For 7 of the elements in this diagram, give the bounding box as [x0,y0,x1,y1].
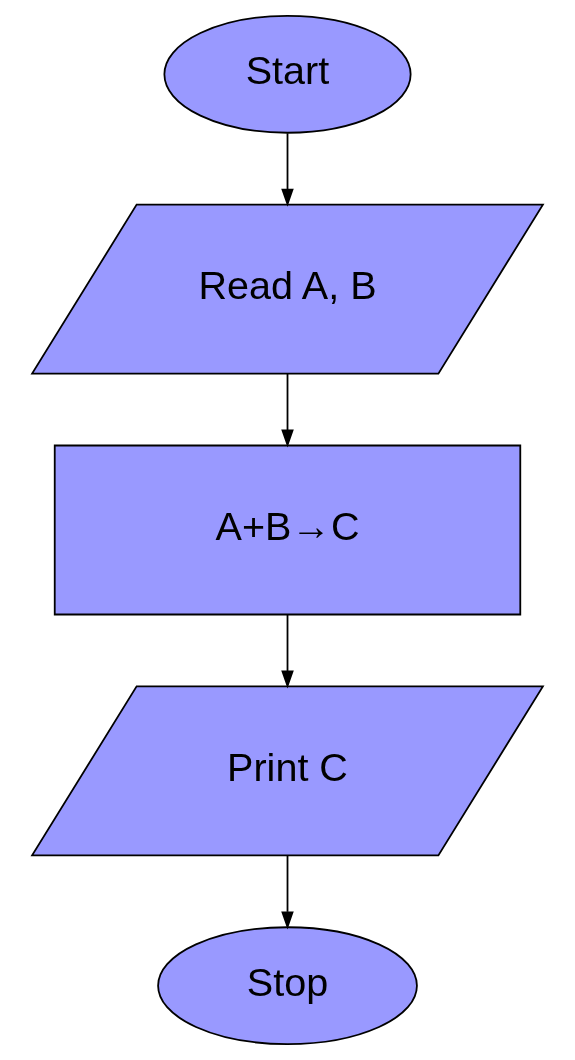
arrow [281,854,294,930]
node-box: A+B→C [53,444,522,616]
node-ellipse: Start [163,15,412,134]
arrow [281,373,294,448]
arrow [281,613,294,689]
node-ellipse: Stop [157,926,418,1045]
arrow [281,132,294,207]
